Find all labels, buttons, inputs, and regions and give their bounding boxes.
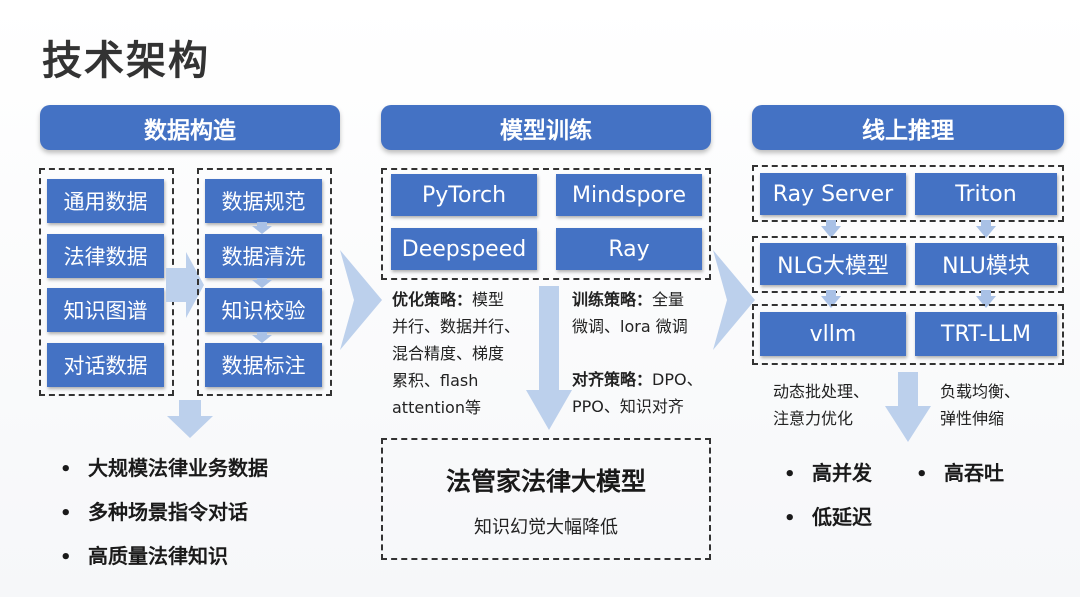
- note-text: attention等: [392, 398, 481, 417]
- result-model-title: 法管家法律大模型: [445, 467, 646, 496]
- bullet-text: 高并发: [812, 461, 872, 485]
- note-text: 全量: [652, 290, 685, 309]
- note-label: 优化策略：: [392, 290, 473, 309]
- note-text: DPO、: [652, 370, 703, 389]
- right-arrow-icon: [166, 252, 204, 318]
- note-text: 并行、数据并行、: [392, 317, 521, 336]
- down-arrow-icon: [167, 400, 213, 438]
- note-text: 弹性伸缩: [940, 409, 1005, 428]
- data-process-item: 数据标注: [205, 343, 322, 387]
- right-arrow-icon: [340, 250, 382, 350]
- data-process-item: 数据规范: [205, 179, 322, 223]
- header-online-inference: 线上推理: [752, 105, 1064, 150]
- optimization-strategy-note: 优化策略：模型 并行、数据并行、 混合精度、梯度 累积、flash attent…: [392, 286, 542, 421]
- bullet-text: 低延迟: [812, 505, 872, 529]
- down-arrow-icon: [821, 220, 841, 238]
- training-strategy-note: 训练策略：全量 微调、lora 微调: [572, 286, 712, 340]
- down-arrow-icon: [526, 286, 572, 430]
- data-process-item: 知识校验: [205, 288, 322, 332]
- data-processing-group: [197, 168, 332, 396]
- inference-note-left: 动态批处理、 注意力优化: [773, 378, 869, 432]
- framework-ray: Ray: [556, 228, 702, 270]
- note-text: 负载均衡、: [940, 382, 1021, 401]
- framework-mindspore: Mindspore: [556, 174, 702, 216]
- note-text: 动态批处理、: [773, 382, 870, 401]
- down-arrow-icon: [821, 290, 841, 308]
- down-arrow-icon: [976, 290, 996, 308]
- alignment-strategy-note: 对齐策略：DPO、 PPO、知识对齐: [572, 366, 712, 420]
- data-source-item: 法律数据: [47, 234, 164, 278]
- note-text: 微调、lora 微调: [572, 317, 688, 336]
- down-arrow-icon: [976, 220, 996, 238]
- inference-note-right: 负载均衡、 弹性伸缩: [940, 378, 1020, 432]
- data-bullets: •大规模法律业务数据 •多种场景指令对话 •高质量法律知识: [60, 456, 268, 568]
- inference-bullets-left: •高并发 •低延迟: [784, 461, 872, 529]
- bullet-text: 高质量法律知识: [88, 544, 228, 568]
- serving-group: [752, 165, 1064, 222]
- result-model-subtitle: 知识幻觉大幅降低: [474, 517, 618, 538]
- model-nlg: NLG大模型: [760, 243, 906, 285]
- engine-group: [752, 304, 1064, 365]
- engine-vllm: vllm: [760, 312, 906, 356]
- note-label: 对齐策略：: [572, 370, 653, 389]
- note-text: 注意力优化: [773, 409, 854, 428]
- model-group: [752, 236, 1064, 293]
- bullet-text: 大规模法律业务数据: [88, 456, 268, 480]
- data-source-item: 知识图谱: [47, 288, 164, 332]
- engine-trt-llm: TRT-LLM: [915, 312, 1057, 356]
- down-arrow-icon: [885, 372, 931, 442]
- serving-ray-server: Ray Server: [760, 173, 906, 215]
- result-model-box: [381, 438, 711, 560]
- framework-pytorch: PyTorch: [391, 174, 537, 216]
- header-model-training: 模型训练: [381, 105, 711, 150]
- note-text: 模型: [472, 290, 505, 309]
- frameworks-group: [381, 168, 711, 280]
- inference-bullets-right: •高吞吐: [916, 461, 1004, 485]
- note-text: 累积、flash: [392, 371, 479, 390]
- serving-triton: Triton: [915, 173, 1057, 215]
- data-process-item: 数据清洗: [205, 234, 322, 278]
- right-arrow-icon: [713, 250, 755, 350]
- bullet-text: 高吞吐: [944, 461, 1004, 485]
- data-source-item: 通用数据: [47, 179, 164, 223]
- note-text: 混合精度、梯度: [392, 344, 505, 363]
- data-source-item: 对话数据: [47, 343, 164, 387]
- framework-deepspeed: Deepspeed: [391, 228, 537, 270]
- down-arrows-icon: [252, 222, 272, 343]
- note-label: 训练策略：: [572, 290, 653, 309]
- model-nlu: NLU模块: [915, 243, 1057, 285]
- note-text: PPO、知识对齐: [572, 397, 684, 416]
- header-data-construction: 数据构造: [40, 105, 340, 150]
- bullet-text: 多种场景指令对话: [88, 500, 248, 524]
- page-title: 技术架构: [42, 38, 210, 84]
